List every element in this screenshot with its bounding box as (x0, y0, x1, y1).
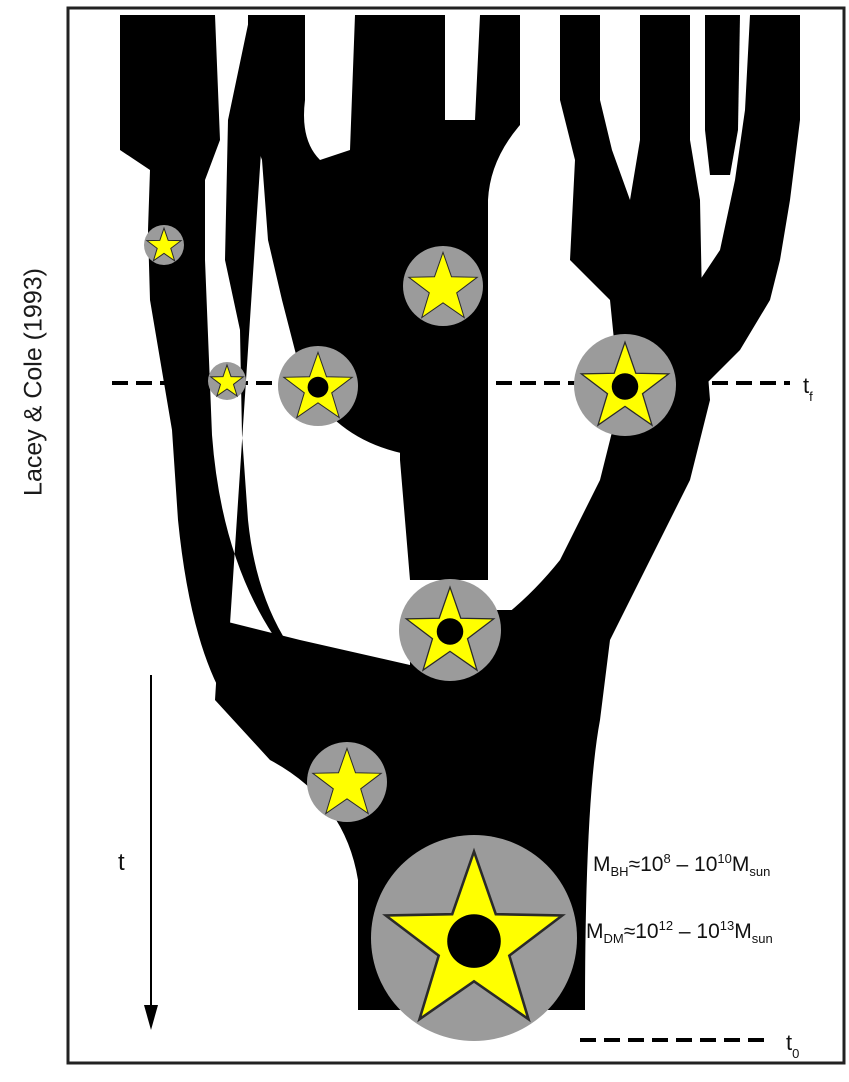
black-hole-dot-icon (308, 377, 329, 398)
star-in-halo-icon (574, 334, 676, 436)
time-axis-label: t (118, 849, 125, 876)
star-in-halo-icon (307, 742, 387, 822)
star-in-halo-icon (144, 225, 184, 265)
star-in-halo-icon (403, 246, 483, 326)
black-hole-dot-icon (447, 914, 501, 968)
star-in-halo-icon (208, 362, 246, 400)
star-in-halo-icon (371, 835, 577, 1041)
black-hole-dot-icon (612, 373, 639, 400)
star-in-halo-icon (278, 346, 358, 426)
black-hole-dot-icon (437, 618, 464, 645)
star-in-halo-icon (399, 579, 501, 681)
